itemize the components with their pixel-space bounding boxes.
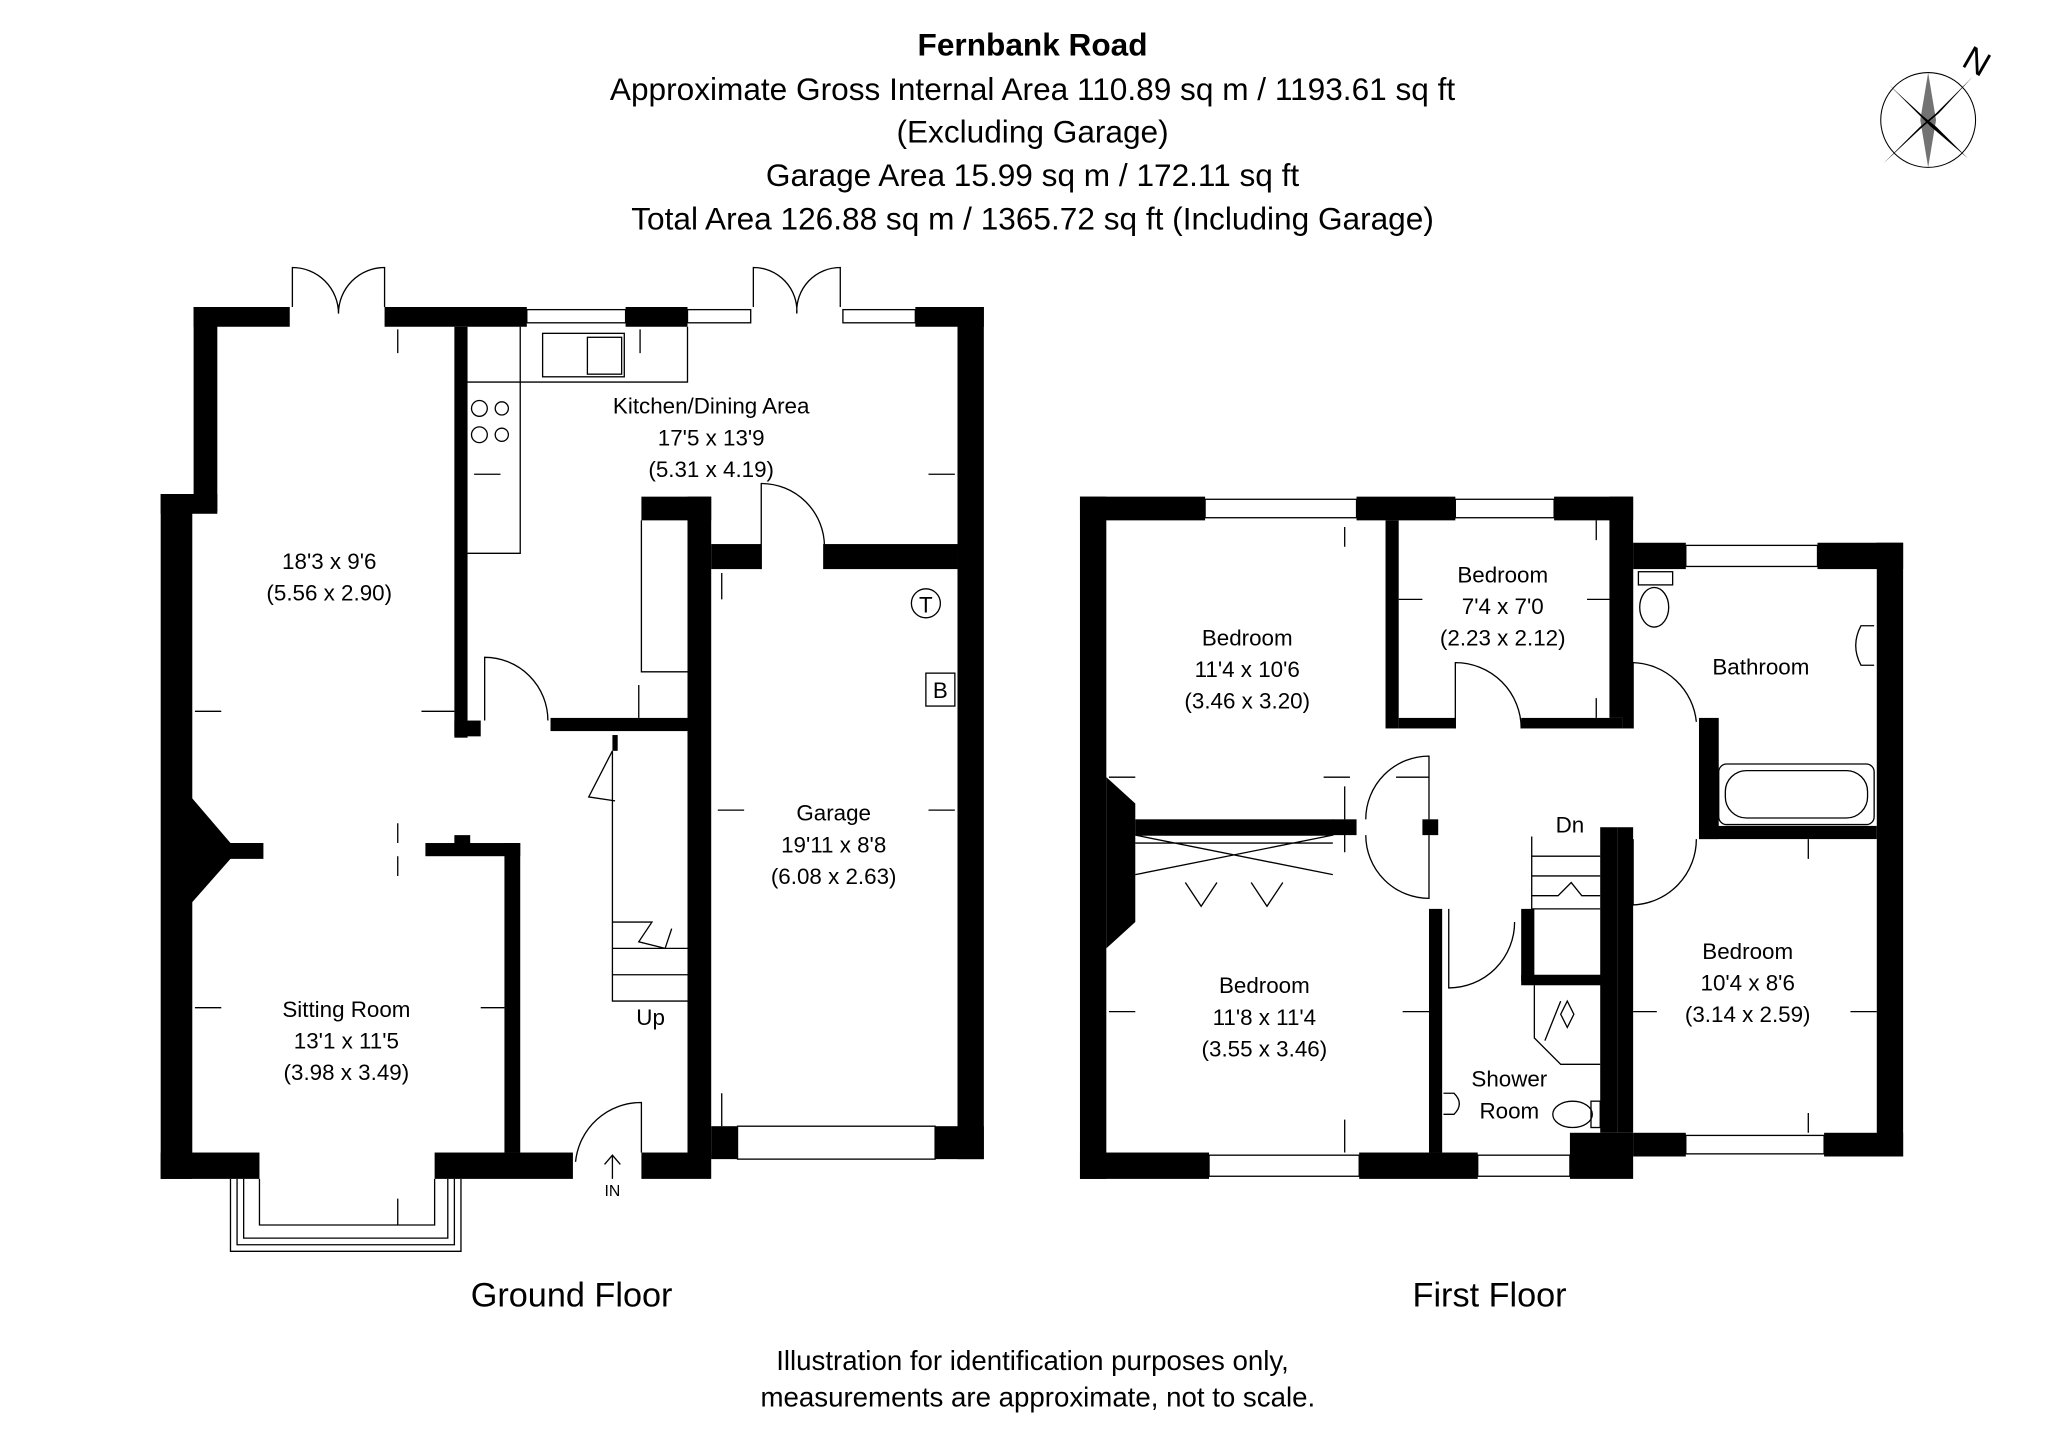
bedroom1-metric: (3.46 x 3.20) bbox=[1184, 689, 1310, 714]
compass-north-label: N bbox=[1956, 39, 1996, 84]
garage-dims: 19'11 x 8'8 bbox=[781, 832, 886, 857]
bedroom3-name: Bedroom bbox=[1219, 973, 1310, 998]
kitchen-dims: 17'5 x 13'9 bbox=[658, 425, 765, 450]
bedroom2-metric: (2.23 x 2.12) bbox=[1440, 625, 1566, 650]
total-area: Total Area 126.88 sq m / 1365.72 sq ft (… bbox=[631, 200, 1434, 236]
bedroom4-name: Bedroom bbox=[1702, 939, 1793, 964]
sitting-room-dims: 13'1 x 11'5 bbox=[294, 1028, 399, 1053]
garage-metric: (6.08 x 2.63) bbox=[771, 864, 897, 889]
disclaimer-line1: Illustration for identification purposes… bbox=[776, 1345, 1289, 1376]
bedroom1-name: Bedroom bbox=[1202, 625, 1293, 650]
garage-name: Garage bbox=[796, 801, 871, 826]
first-floor-label: First Floor bbox=[1413, 1277, 1567, 1315]
bedroom2-name: Bedroom bbox=[1457, 562, 1548, 587]
ground-floor-label: Ground Floor bbox=[471, 1277, 673, 1315]
bedroom4-dims: 10'4 x 8'6 bbox=[1701, 971, 1795, 996]
sitting-room-metric: (3.98 x 3.49) bbox=[284, 1060, 410, 1085]
first-floor-plan: Bedroom 11'4 x 10'6 (3.46 x 3.20) Bedroo… bbox=[1079, 496, 1904, 1315]
bathroom-name: Bathroom bbox=[1712, 654, 1809, 679]
sitting-room-name: Sitting Room bbox=[282, 997, 410, 1022]
thermostat-symbol: T bbox=[919, 593, 933, 618]
kitchen-metric: (5.31 x 4.19) bbox=[648, 457, 774, 482]
bedroom3-metric: (3.55 x 3.46) bbox=[1202, 1036, 1328, 1061]
bedroom4-metric: (3.14 x 2.59) bbox=[1685, 1002, 1811, 1027]
ground-floor-plan: T B 18'3 x 9'6 (5.56 x 2.90) Kitchen/Din… bbox=[160, 266, 1346, 1315]
garage-area: Garage Area 15.99 sq m / 172.11 sq ft bbox=[766, 157, 1300, 193]
gross-area-note: (Excluding Garage) bbox=[896, 113, 1168, 149]
compass-icon: N bbox=[1880, 39, 1997, 168]
bedroom3-dims: 11'8 x 11'4 bbox=[1213, 1005, 1317, 1030]
disclaimer-line2: measurements are approximate, not to sca… bbox=[761, 1382, 1316, 1413]
reception-metric: (5.56 x 2.90) bbox=[266, 581, 392, 606]
bedroom1-dims: 11'4 x 10'6 bbox=[1195, 657, 1300, 682]
stairs-up-label: Up bbox=[636, 1005, 665, 1030]
shower-room-name-line2: Room bbox=[1479, 1098, 1539, 1123]
reception-dims: 18'3 x 9'6 bbox=[282, 549, 376, 574]
bedroom2-dims: 7'4 x 7'0 bbox=[1462, 594, 1544, 619]
plan-title: Fernbank Road bbox=[918, 26, 1148, 62]
stairs-down-label: Dn bbox=[1556, 812, 1585, 837]
gross-area: Approximate Gross Internal Area 110.89 s… bbox=[610, 71, 1456, 107]
entrance-label: IN bbox=[605, 1183, 621, 1200]
shower-room-name-line1: Shower bbox=[1471, 1067, 1547, 1092]
boiler-symbol: B bbox=[933, 678, 948, 703]
kitchen-name: Kitchen/Dining Area bbox=[613, 394, 810, 419]
